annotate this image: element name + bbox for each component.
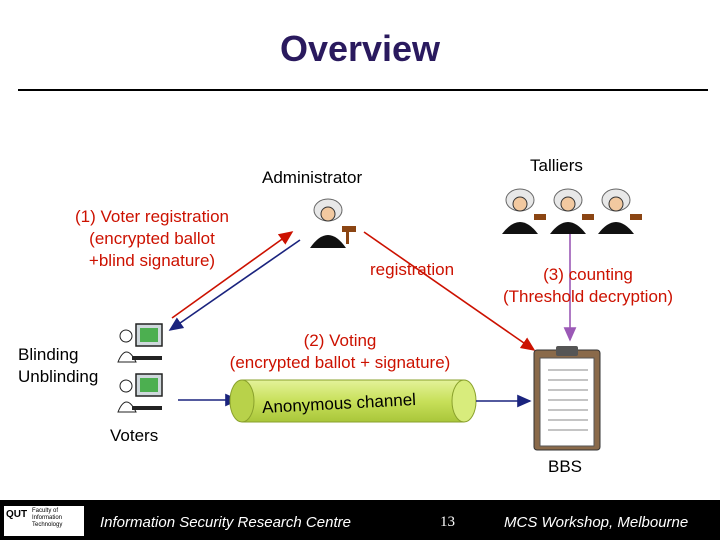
voter-computer-icon-1 <box>117 323 163 363</box>
slide-title: Overview <box>279 28 441 69</box>
tallier-judge-icon-3 <box>598 188 642 234</box>
tallier-judge-icon-2 <box>550 188 594 234</box>
qut-logo-text: Faculty of Information Technology <box>32 508 62 529</box>
footer-centre-name: Information Security Research Centre <box>100 514 351 531</box>
talliers-label: Talliers <box>530 156 583 175</box>
arrow-admin-to-bbs <box>363 231 536 351</box>
voting-label: (2) Voting (encrypted ballot + signature… <box>210 330 470 374</box>
qut-logo-line-3: Technology <box>32 522 63 528</box>
counting-line-1: (3) counting <box>543 265 633 284</box>
qut-logo: QUT Faculty of Information Technology <box>4 506 84 536</box>
voter-computer-icon-2 <box>117 373 163 413</box>
voting-line-1: (2) Voting <box>303 331 377 350</box>
unblinding-line: Unblinding <box>18 367 99 386</box>
administrator-judge-icon <box>310 198 356 248</box>
bbs-clipboard-icon <box>533 346 601 451</box>
blinding-line: Blinding <box>18 345 79 364</box>
voting-line-2: (encrypted ballot + signature) <box>229 353 451 372</box>
footer-bar <box>0 500 720 540</box>
qut-logo-line-2: Information <box>32 515 63 521</box>
title-rule <box>18 89 708 91</box>
administrator-label: Administrator <box>262 168 363 187</box>
counting-label: (3) counting (Threshold decryption) <box>488 264 688 308</box>
voters-label: Voters <box>110 426 159 445</box>
arrow-voter-to-admin <box>171 231 294 319</box>
blinding-label: Blinding Unblinding <box>18 344 98 388</box>
diagram-canvas <box>117 188 642 451</box>
anonymous-channel-cylinder <box>229 379 477 423</box>
registration-label: registration <box>370 260 455 279</box>
qut-logo-letters: QUT <box>6 509 28 520</box>
arrow-admin-to-voter <box>168 239 301 331</box>
footer-page-number: 13 <box>440 514 455 530</box>
voter-registration-line-2: (encrypted ballot <box>89 229 215 248</box>
counting-line-2: (Threshold decryption) <box>502 287 674 306</box>
voter-registration-line-1: (1) Voter registration <box>74 207 229 226</box>
qut-logo-line-1: Faculty of <box>32 508 59 514</box>
voter-registration-line-3: +blind signature) <box>88 251 216 270</box>
voter-registration-label: (1) Voter registration (encrypted ballot… <box>52 206 252 272</box>
bbs-label: BBS <box>548 457 583 476</box>
tallier-judge-icon-1 <box>502 188 546 234</box>
footer-event-name: MCS Workshop, Melbourne <box>504 514 689 531</box>
